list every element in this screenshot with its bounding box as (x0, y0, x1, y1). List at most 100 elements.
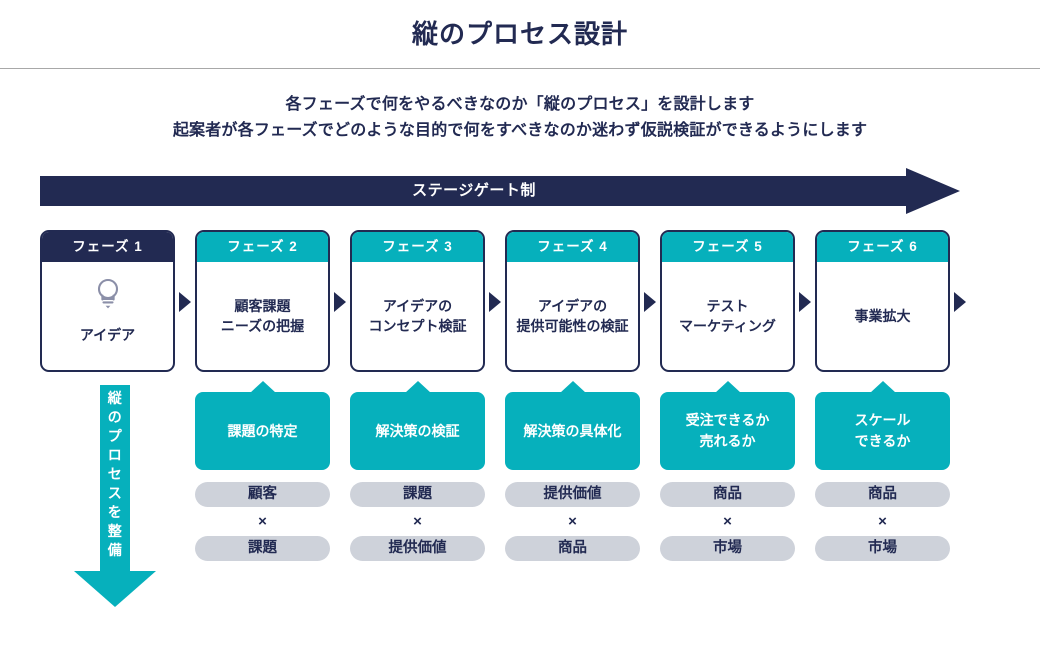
callout-box-2[interactable]: 課題の特定 (195, 381, 330, 470)
phase-connector-arrow-icon-3 (489, 292, 501, 312)
vertical-arrow-label-char-1: 縦 (107, 390, 123, 406)
phase-card-2-body: 顧客課題ニーズの把握 (197, 262, 328, 370)
pill-6-times-symbol: × (878, 513, 887, 530)
callout-5-line-1: 受注できるか (685, 412, 770, 428)
phase-card-5-body: テストマーケティング (662, 262, 793, 370)
phase-connector-arrow-icon-6 (954, 292, 966, 312)
pill-5-top[interactable]: 商品 (660, 482, 795, 507)
callout-3-line-1: 解決策の検証 (375, 422, 460, 439)
vertical-arrow-label-char-8: 整 (107, 523, 123, 539)
phase-connector-arrow-icon-2 (334, 292, 346, 312)
callout-box-3-text: 解決策の検証 (376, 421, 460, 442)
callout-4-line-1: 解決策の具体化 (523, 422, 622, 439)
phase-card-4-header: フェーズ 4 (507, 232, 638, 262)
pill-4-top[interactable]: 提供価値 (505, 482, 640, 507)
phase-card-1-header: フェーズ 1 (42, 232, 173, 262)
subtitle-line-2: 起案者が各フェーズでどのような目的で何をすべきなのか迷わず仮説検証ができるように… (172, 122, 868, 139)
callout-box-5[interactable]: 受注できるか売れるか (660, 381, 795, 470)
phase-card-5-line-2: マーケティング (679, 318, 776, 334)
title-divider (0, 68, 1040, 69)
pill-2-times-symbol: × (258, 513, 267, 530)
callout-5-line-2: 売れるか (699, 433, 756, 449)
phase-card-6-line-1: 事業拡大 (854, 308, 911, 324)
vertical-arrow-shaft (100, 385, 130, 573)
phase-card-2-line-2: ニーズの把握 (220, 318, 305, 334)
pill-4-times-symbol: × (568, 513, 577, 530)
subtitle-line-1: 各フェーズで何をやるべきなのか「縦のプロセス」を設計します (285, 96, 755, 113)
callout-6-line-2: できるか (854, 433, 911, 449)
phase-card-6[interactable]: フェーズ 6 事業拡大 (815, 230, 950, 372)
phase-card-1-line-1: アイデア (79, 327, 136, 343)
phase-card-5-line-1: テスト (706, 298, 749, 314)
phase-card-3-header: フェーズ 3 (352, 232, 483, 262)
callout-box-6-text: スケールできるか (855, 410, 911, 452)
pill-3-top[interactable]: 課題 (350, 482, 485, 507)
pill-5-times-symbol: × (723, 513, 732, 530)
pill-group-2: 顧客 × 課題 (195, 482, 330, 561)
vertical-arrow-head-icon (74, 571, 156, 607)
vertical-arrow-label-char-9: 備 (107, 542, 123, 558)
phase-card-6-body: 事業拡大 (817, 262, 948, 370)
callout-6-line-1: スケール (854, 412, 911, 428)
vertical-arrow-label-char-3: プ (107, 428, 123, 444)
phase-card-3-body: アイデアのコンセプト検証 (352, 262, 483, 370)
phase-card-5-header: フェーズ 5 (662, 232, 793, 262)
phase-card-2-header: フェーズ 2 (197, 232, 328, 262)
callout-box-5-text: 受注できるか売れるか (686, 410, 770, 452)
callout-box-4-text: 解決策の具体化 (524, 421, 622, 442)
stage-gate-arrow: ステージゲート制 (40, 168, 960, 214)
pill-group-3: 課題 × 提供価値 (350, 482, 485, 561)
vertical-arrow-label-char-6: ス (107, 485, 123, 501)
pill-2-top[interactable]: 顧客 (195, 482, 330, 507)
callout-notch-icon-6 (869, 381, 896, 393)
phase-card-4-body: アイデアの提供可能性の検証 (507, 262, 638, 370)
callout-2-line-1: 課題の特定 (227, 422, 298, 439)
vertical-arrow-label-char-4: ロ (107, 447, 123, 463)
phase-card-1-body: アイデア (42, 262, 173, 370)
vertical-arrow-label: 縦のプロセスを整備 (100, 389, 130, 560)
callout-notch-icon-4 (559, 381, 586, 393)
callout-row: 課題の特定 解決策の検証 解決策の具体化 受注できるか売れるか スケールできるか (40, 380, 1000, 475)
callout-notch-icon-2 (249, 381, 276, 393)
callout-notch-icon-5 (714, 381, 741, 393)
vertical-arrow-label-char-5: セ (107, 466, 123, 482)
pill-6-top[interactable]: 商品 (815, 482, 950, 507)
pill-2-bottom[interactable]: 課題 (195, 536, 330, 561)
pill-3-times-symbol: × (413, 513, 422, 530)
pill-5-bottom[interactable]: 市場 (660, 536, 795, 561)
phase-connector-arrow-icon-5 (799, 292, 811, 312)
pill-group-5: 商品 × 市場 (660, 482, 795, 561)
stage-gate-label: ステージゲート制 (412, 182, 536, 199)
pill-group-4: 提供価値 × 商品 (505, 482, 640, 561)
stage-gate-arrow-shaft (40, 176, 908, 206)
vertical-arrow-label-char-7: を (107, 504, 123, 520)
callout-box-6[interactable]: スケールできるか (815, 381, 950, 470)
page-title: 縦のプロセス設計 (411, 19, 628, 49)
pill-4-bottom[interactable]: 商品 (505, 536, 640, 561)
pill-3-bottom[interactable]: 提供価値 (350, 536, 485, 561)
phase-card-1[interactable]: フェーズ 1 アイデア (40, 230, 175, 372)
callout-box-3[interactable]: 解決策の検証 (350, 381, 485, 470)
callout-notch-icon-3 (404, 381, 431, 393)
phase-card-6-header: フェーズ 6 (817, 232, 948, 262)
page-subtitle: 各フェーズで何をやるべきなのか「縦のプロセス」を設計します 起案者が各フェーズで… (0, 92, 1040, 144)
lightbulb-icon (93, 276, 123, 315)
callout-box-4[interactable]: 解決策の具体化 (505, 381, 640, 470)
phase-connector-arrow-icon-4 (644, 292, 656, 312)
pill-pair-row: 顧客×課題課題×提供価値提供価値×商品商品×市場商品×市場 (40, 482, 1000, 568)
vertical-arrow-label-char-2: の (107, 409, 123, 425)
phase-connector-arrow-icon-1 (179, 292, 191, 312)
phase-card-4-line-2: 提供可能性の検証 (516, 318, 629, 334)
phase-card-2-line-1: 顧客課題 (234, 298, 291, 314)
phase-card-4-line-1: アイデアの (537, 298, 608, 314)
pill-group-6: 商品 × 市場 (815, 482, 950, 561)
phase-card-3-line-1: アイデアの (382, 298, 453, 314)
pill-6-bottom[interactable]: 市場 (815, 536, 950, 561)
callout-box-2-text: 課題の特定 (228, 421, 298, 442)
vertical-process-arrow: 縦のプロセスを整備 (74, 385, 174, 607)
